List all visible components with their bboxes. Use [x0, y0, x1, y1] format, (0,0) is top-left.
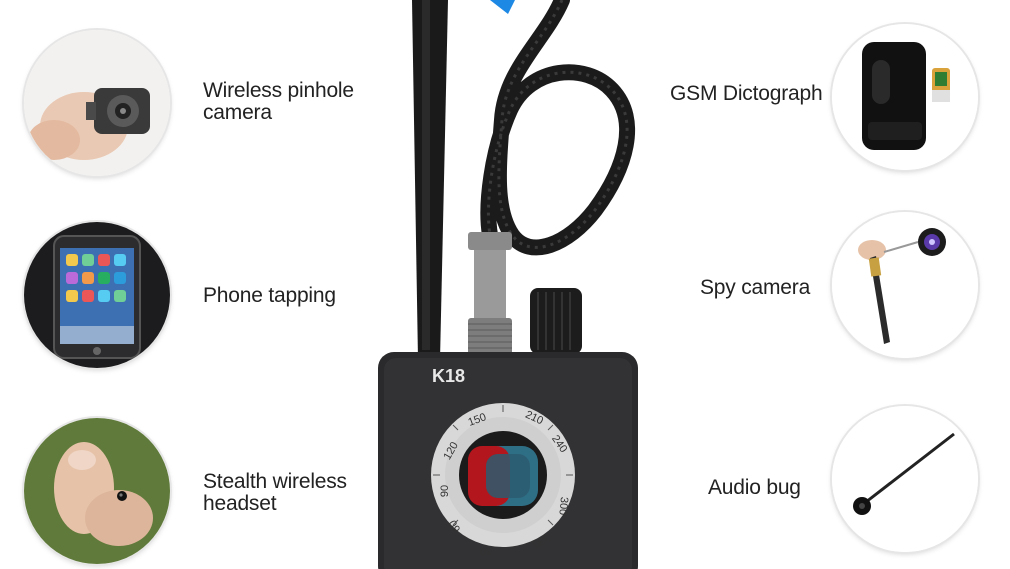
dial-mark: 90 — [439, 484, 452, 498]
pinhole-camera-icon — [24, 30, 170, 176]
earpiece-icon — [24, 418, 170, 564]
audio-bug-icon — [832, 406, 978, 552]
dial-mark: 300 — [556, 496, 570, 516]
earpiece-image — [24, 418, 170, 564]
feature-label-spy-camera: Spy camera — [700, 276, 811, 299]
device-model-label: K18 — [432, 366, 466, 386]
phone-image — [24, 222, 170, 368]
feature-label-gsm-dictograph: GSM Dictograph — [670, 82, 823, 105]
gsm-recorder-image — [832, 24, 978, 170]
gsm-recorder-icon — [832, 24, 978, 170]
audio-bug-image — [832, 406, 978, 552]
feature-label-pinhole-camera: Wireless pinhole camera — [203, 79, 354, 124]
feature-label-phone-tapping: Phone tapping — [203, 284, 336, 307]
pinhole-camera-image — [24, 30, 170, 176]
dial-mark: 30 — [480, 545, 493, 557]
k18-detector-device: K18 150 210 240 120 90 300 60 330 30 — [340, 0, 670, 569]
feature-label-stealth-headset: Stealth wireless headset — [203, 470, 347, 515]
feature-label-audio-bug: Audio bug — [708, 476, 801, 499]
pen-camera-image — [832, 212, 978, 358]
pen-camera-icon — [832, 212, 978, 358]
smartphone-icon — [24, 222, 170, 368]
